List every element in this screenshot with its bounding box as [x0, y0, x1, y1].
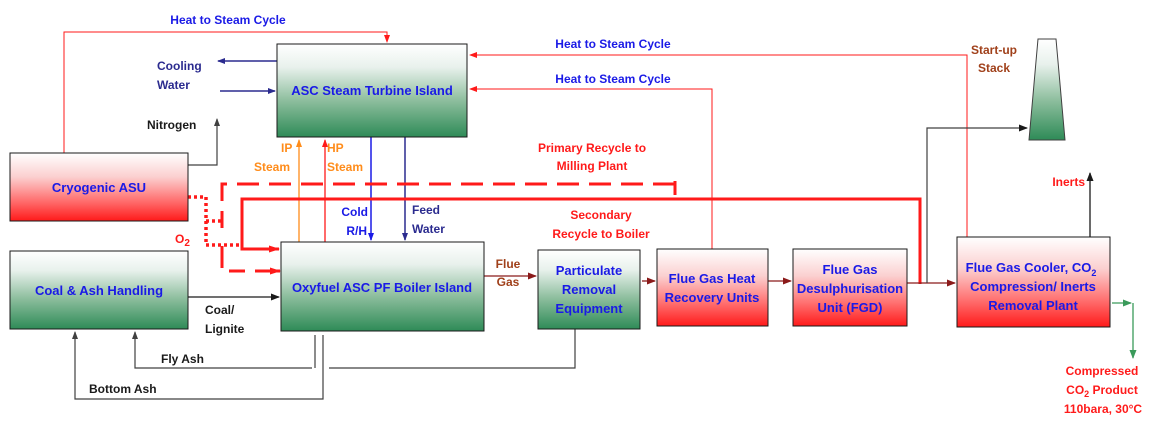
co2-product-label-3: 110bara, 30°C: [1064, 402, 1143, 416]
heat-to-steam-cycle-label-top: Heat to Steam Cycle: [170, 13, 286, 27]
nitrogen-label: Nitrogen: [147, 118, 196, 132]
startup-stack-label-1: Start-up: [971, 43, 1017, 57]
particulate-removal-label-3: Equipment: [555, 301, 623, 316]
coal-lignite-label-2: Lignite: [205, 322, 245, 336]
cryogenic-asu-label: Cryogenic ASU: [52, 180, 146, 195]
boiler-island-label: Oxyfuel ASC PF Boiler Island: [292, 280, 472, 295]
fgd-box[interactable]: Flue Gas Desulphurisation Unit (FGD): [792, 248, 908, 327]
fly-ash-line: [135, 329, 576, 369]
secondary-recycle-label-2: Recycle to Boiler: [552, 227, 650, 241]
hp-steam-label-2: Steam: [327, 160, 363, 174]
steam-turbine-island-box[interactable]: ASC Steam Turbine Island: [276, 43, 468, 138]
o2-dotted-line: [188, 195, 242, 247]
fghru-label-2: Recovery Units: [665, 290, 760, 305]
co2-product-label-1: Compressed: [1066, 364, 1139, 378]
startup-stack-label-2: Stack: [978, 61, 1010, 75]
cooling-water-label-2: Water: [157, 78, 190, 92]
startup-stack-icon: [1028, 38, 1066, 141]
cold-rh-label-1: Cold: [341, 205, 368, 219]
inerts-label: Inerts: [1052, 175, 1085, 189]
coal-ash-handling-label: Coal & Ash Handling: [35, 283, 163, 298]
startup-stack-line: [926, 124, 1028, 283]
coal-lignite-label-1: Coal/: [205, 303, 235, 317]
flue-gas-label-2: Gas: [497, 275, 520, 289]
bottom-ash-label: Bottom Ash: [89, 382, 157, 396]
flue-gas-heat-recovery-box[interactable]: Flue Gas Heat Recovery Units: [656, 248, 769, 327]
ip-steam-label-1: IP: [281, 141, 292, 155]
o2-label: O2: [175, 232, 190, 249]
fghru-label-1: Flue Gas Heat: [669, 271, 756, 286]
cold-rh-label-2: R/H: [346, 224, 367, 238]
heat-to-steam-cycle-label-cooler: Heat to Steam Cycle: [555, 37, 671, 51]
feed-water-label-1: Feed: [412, 203, 440, 217]
steam-turbine-island-label: ASC Steam Turbine Island: [291, 83, 453, 98]
heat-line-fghru-to-turbine: [469, 86, 713, 249]
cooling-water-label-1: Cooling: [157, 59, 202, 73]
cryogenic-asu-box[interactable]: Cryogenic ASU: [9, 152, 189, 222]
nitrogen-line: [188, 118, 220, 166]
fgd-label-2: Desulphurisation: [797, 281, 903, 296]
fly-ash-label: Fly Ash: [161, 352, 204, 366]
bottom-ash-line: [72, 331, 324, 400]
boiler-island-box[interactable]: Oxyfuel ASC PF Boiler Island: [280, 241, 485, 332]
flue-gas-cooler-box[interactable]: Flue Gas Cooler, CO2 Compression/ Inerts…: [956, 236, 1111, 328]
particulate-removal-box[interactable]: Particulate Removal Equipment: [537, 249, 641, 330]
primary-recycle-label-1: Primary Recycle to: [538, 141, 646, 155]
fgd-label-3: Unit (FGD): [818, 300, 883, 315]
particulate-removal-label-1: Particulate: [556, 263, 622, 278]
fgd-label-1: Flue Gas: [823, 262, 878, 277]
ip-steam-label-2: Steam: [254, 160, 290, 174]
primary-recycle-label-2: Milling Plant: [557, 159, 628, 173]
secondary-recycle-line: [240, 197, 922, 284]
particulate-removal-label-2: Removal: [562, 282, 616, 297]
heat-line-asu-to-turbine: [63, 31, 390, 153]
primary-recycle-line: [220, 181, 677, 273]
co2-product-label-2: CO2 Product: [1066, 383, 1138, 399]
cooler-label-2: Compression/ Inerts: [970, 279, 1096, 294]
flue-gas-label-1: Flue: [496, 257, 521, 271]
coal-ash-handling-box[interactable]: Coal & Ash Handling: [9, 250, 189, 330]
heat-to-steam-cycle-label-fghru: Heat to Steam Cycle: [555, 72, 671, 86]
hp-steam-label-1: HP: [327, 141, 344, 155]
cooler-label-1: Flue Gas Cooler, CO2: [966, 260, 1097, 278]
secondary-recycle-label-1: Secondary: [570, 208, 632, 222]
feed-water-label-2: Water: [412, 222, 445, 236]
cooler-label-3: Removal Plant: [988, 298, 1078, 313]
heat-line-cooler-to-turbine: [469, 52, 968, 237]
